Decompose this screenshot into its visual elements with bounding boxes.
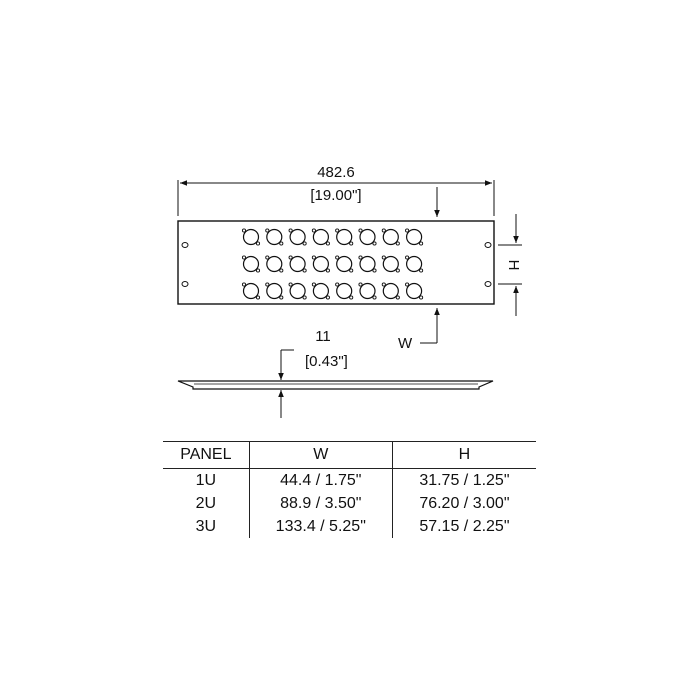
width-in-label: [19.00"] <box>310 187 361 204</box>
header-h: H <box>391 441 536 469</box>
table-header-row: PANEL W H <box>163 441 536 469</box>
cell-h: 76.20 / 3.00" <box>391 492 536 515</box>
connector-cutout <box>288 228 307 246</box>
table-row: 1U 44.4 / 1.75" 31.75 / 1.25" <box>163 468 536 492</box>
connector-cutout <box>288 255 307 273</box>
connector-cutout <box>381 255 400 273</box>
connector-cutout <box>265 255 284 273</box>
mount-hole-left-top <box>181 242 189 248</box>
connector-cutout <box>381 228 400 246</box>
connector-cutout <box>265 282 284 300</box>
mount-hole-left-bottom <box>181 281 189 287</box>
panel-size-table: PANEL W H 1U 44.4 / 1.75" 31.75 / 1.25" … <box>163 441 536 538</box>
w-label: W <box>398 335 413 352</box>
connector-cutout <box>288 282 307 300</box>
table-row: 2U 88.9 / 3.50" 76.20 / 3.00" <box>163 492 536 515</box>
panel-drawing: 482.6 [19.00"] W H 11 [0.43"] <box>177 164 522 418</box>
connector-cutout <box>405 228 424 246</box>
cell-panel: 2U <box>195 494 217 512</box>
cell-w: 44.4 / 1.75" <box>248 468 393 492</box>
connector-cutout <box>241 228 261 246</box>
connector-cutout <box>405 255 424 273</box>
panel-side-view <box>177 380 494 390</box>
cell-w: 88.9 / 3.50" <box>248 492 393 515</box>
cell-panel: 1U <box>195 471 217 489</box>
width-mm-label: 482.6 <box>317 164 355 181</box>
connector-cutout <box>335 228 354 246</box>
header-w: W <box>248 441 393 469</box>
connector-cutout <box>381 282 400 300</box>
connector-grid <box>241 228 424 300</box>
depth-in-label: [0.43"] <box>305 353 348 370</box>
connector-cutout <box>265 228 284 246</box>
connector-cutout <box>358 228 377 246</box>
mount-hole-right-top <box>484 242 492 248</box>
depth-mm-label: 11 <box>315 328 331 345</box>
panel-front <box>177 220 495 305</box>
h-label: H <box>505 260 522 271</box>
connector-cutout <box>405 282 424 300</box>
connector-cutout <box>241 255 261 273</box>
connector-cutout <box>241 282 261 300</box>
cell-h: 31.75 / 1.25" <box>391 468 536 492</box>
mount-hole-right-bottom <box>484 281 492 287</box>
connector-cutout <box>311 282 330 300</box>
header-panel: PANEL <box>163 441 250 469</box>
cell-panel: 3U <box>195 517 217 535</box>
cell-w: 133.4 / 5.25" <box>248 515 393 538</box>
cell-h: 57.15 / 2.25" <box>391 515 536 538</box>
connector-cutout <box>335 282 354 300</box>
connector-cutout <box>358 282 377 300</box>
connector-cutout <box>358 255 377 273</box>
connector-cutout <box>311 255 330 273</box>
table-row: 3U 133.4 / 5.25" 57.15 / 2.25" <box>163 515 536 538</box>
connector-cutout <box>335 255 354 273</box>
connector-cutout <box>311 228 330 246</box>
